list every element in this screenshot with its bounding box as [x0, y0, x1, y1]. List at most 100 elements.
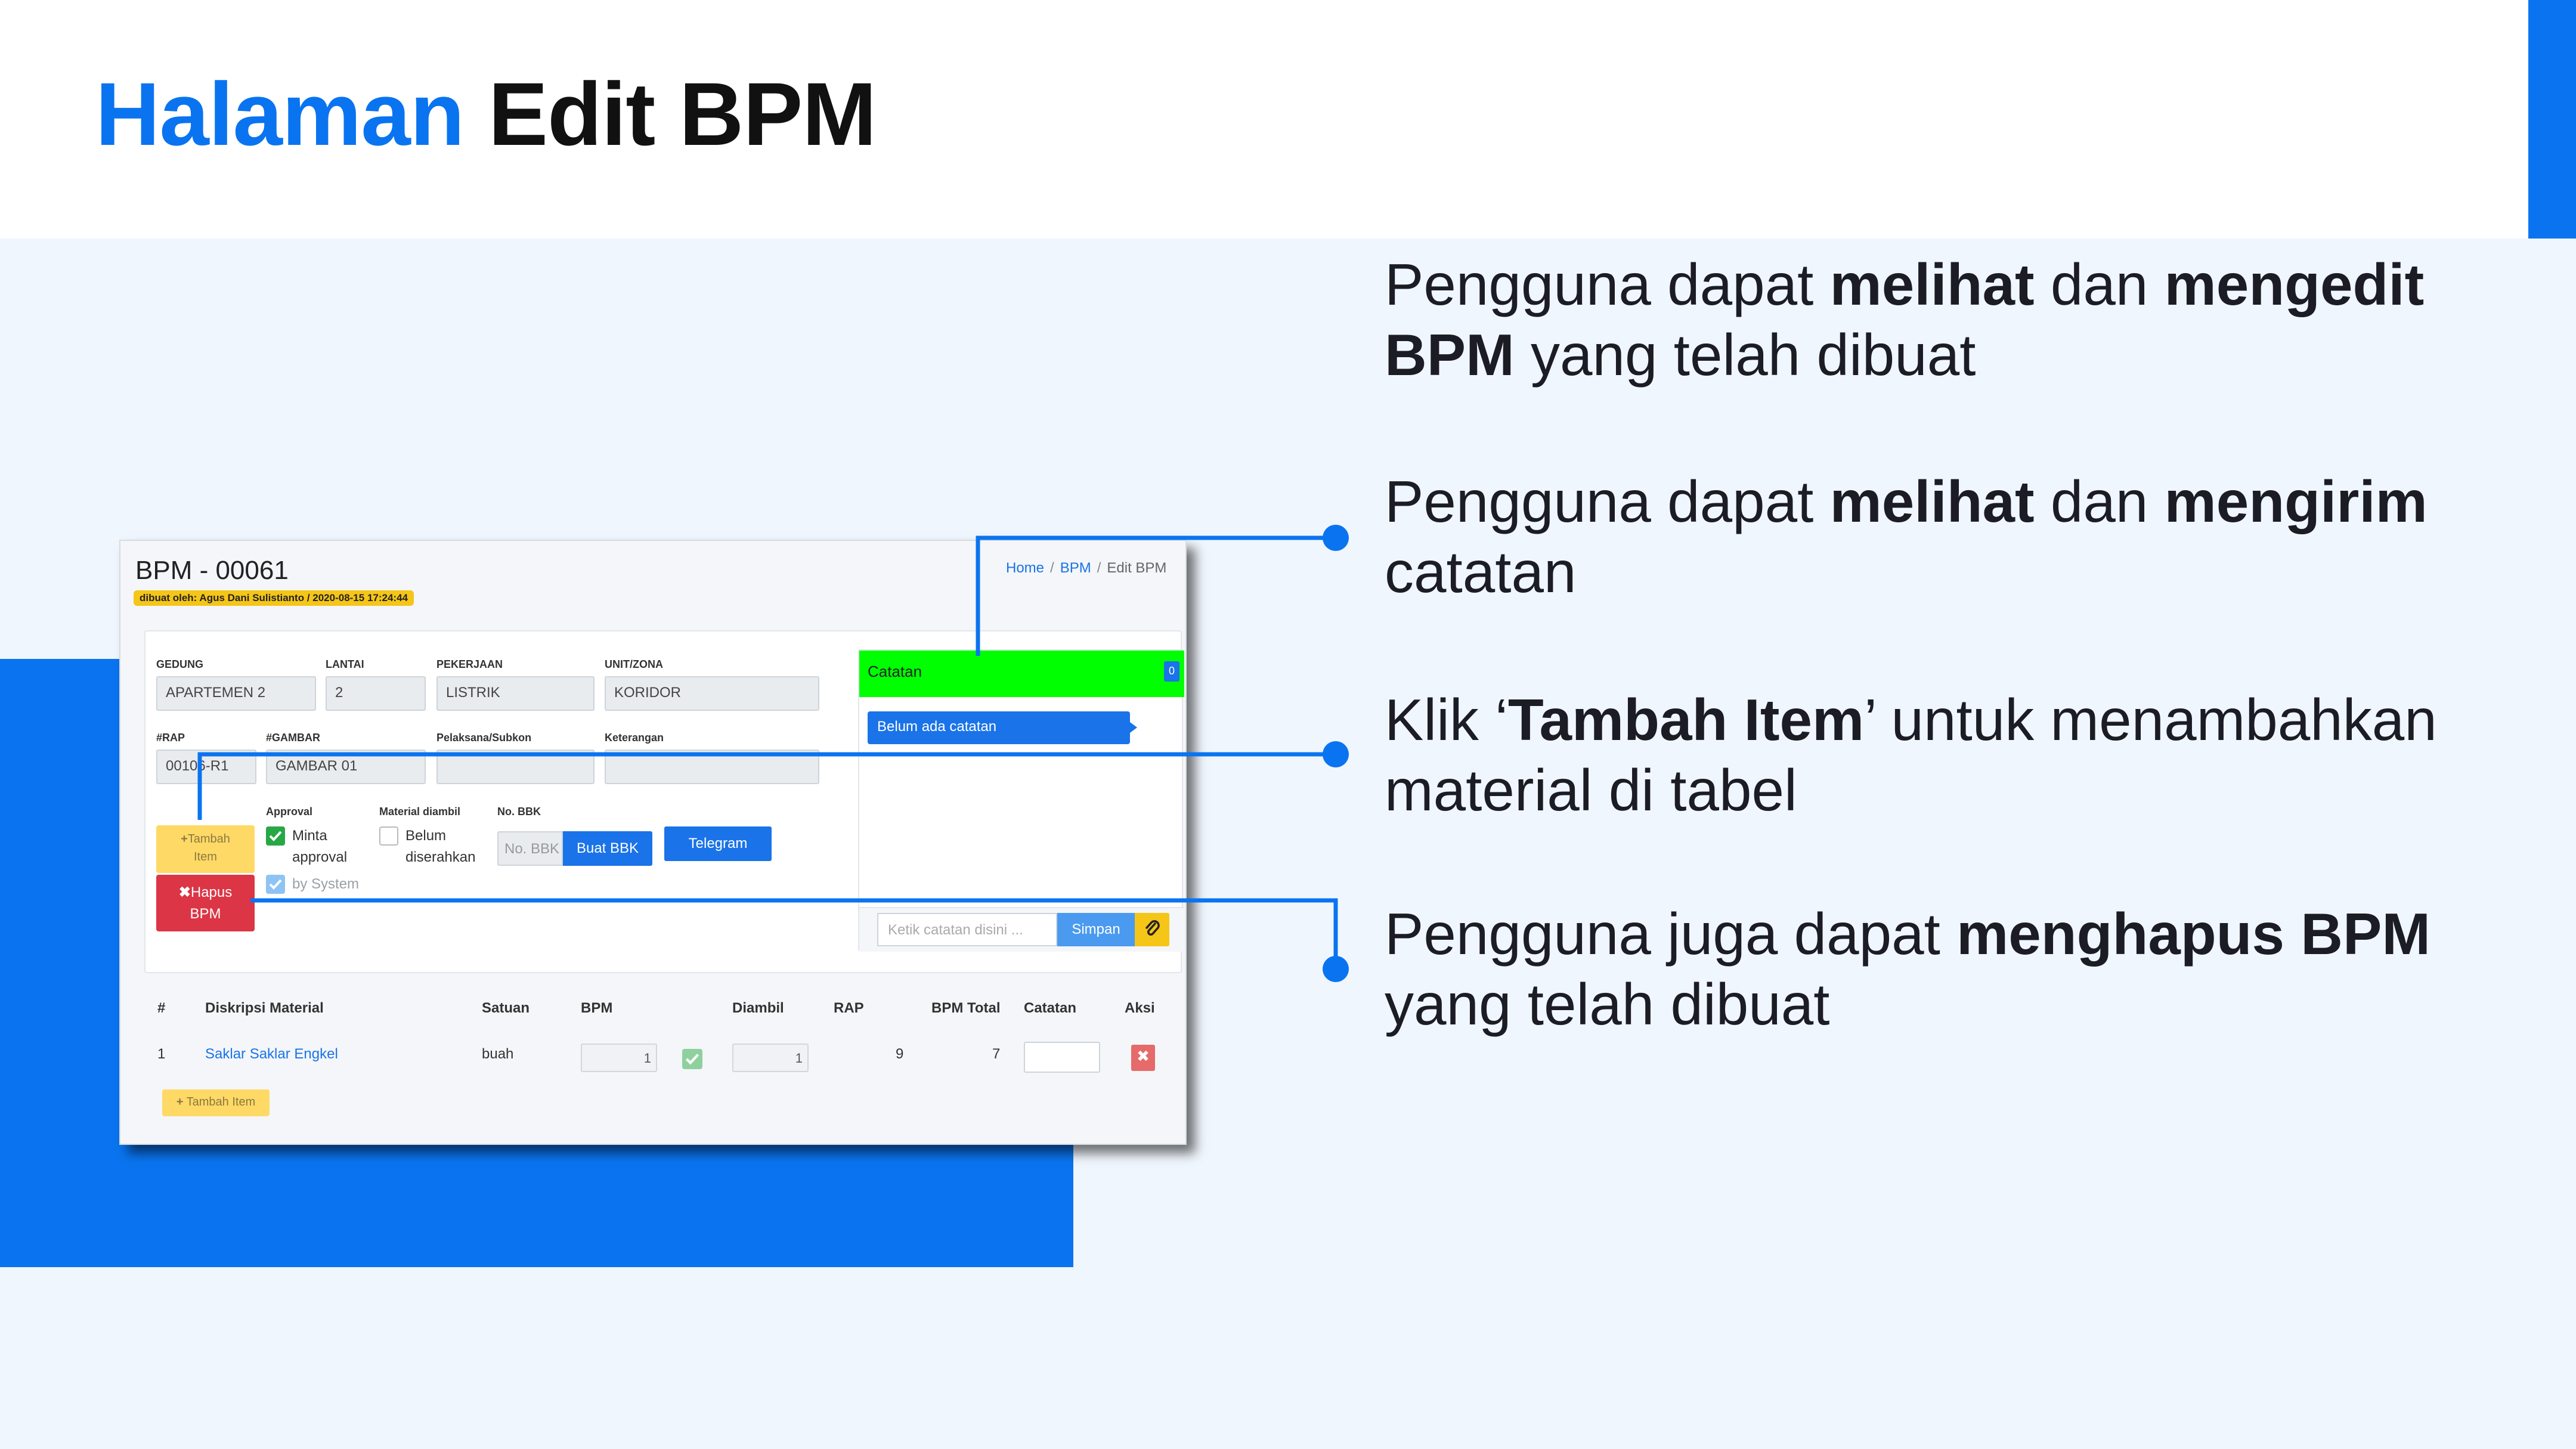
- bpm-qty-input[interactable]: 1: [581, 1044, 657, 1072]
- satuan-cell: buah: [482, 1046, 514, 1062]
- close-icon: ✖: [178, 884, 191, 900]
- breadcrumb-home[interactable]: Home: [1006, 560, 1045, 576]
- header-band: [0, 0, 2576, 239]
- table-header: Diambil: [732, 1000, 784, 1016]
- desc-bold: mengirim: [2164, 469, 2428, 534]
- button-label: Hapus: [190, 884, 233, 900]
- desc-bold: Tambah Item: [1507, 687, 1865, 753]
- check-icon: [269, 831, 282, 841]
- table-header: RAP: [834, 1000, 864, 1016]
- zona-label: UNIT/ZONA: [605, 658, 663, 670]
- attach-button[interactable]: [1135, 913, 1169, 946]
- gedung-field[interactable]: APARTEMEN 2: [156, 676, 316, 711]
- paperclip-icon: [1145, 920, 1160, 936]
- rap-cell: 9: [896, 1046, 904, 1062]
- desc-text: Pengguna juga dapat: [1385, 901, 1957, 967]
- buat-bbk-button[interactable]: Buat BBK: [563, 831, 652, 866]
- row-number: 1: [157, 1046, 166, 1062]
- check-icon: [685, 1054, 699, 1065]
- by-system-text: by System: [292, 876, 360, 892]
- description-edit: Pengguna dapat melihat dan mengedit BPM …: [1385, 249, 2518, 390]
- button-label: BPM: [190, 906, 221, 922]
- description-add-item: Klik ‘Tambah Item’ untuk menambahkan mat…: [1385, 685, 2518, 825]
- desc-bold: menghapus BPM: [1956, 901, 2431, 967]
- breadcrumb-current: Edit BPM: [1107, 560, 1167, 576]
- table-header: Catatan: [1024, 1000, 1077, 1016]
- telegram-button[interactable]: Telegram: [664, 826, 772, 861]
- tambah-item-button[interactable]: +Tambah Item: [156, 825, 255, 873]
- delete-row-button[interactable]: ✖: [1131, 1045, 1155, 1071]
- button-label: Item: [194, 850, 217, 863]
- title-rest: Edit BPM: [488, 64, 877, 164]
- gambar-label: #GAMBAR: [266, 732, 321, 744]
- desc-text: dan: [2034, 469, 2165, 534]
- desc-text: Klik ‘: [1385, 687, 1508, 753]
- plus-icon: +: [176, 1095, 184, 1109]
- desc-text: dan: [2034, 252, 2165, 317]
- lantai-field[interactable]: 2: [326, 676, 426, 711]
- description-notes: Pengguna dapat melihat dan mengirim cata…: [1385, 466, 2518, 607]
- notes-panel: Catatan 0 Belum ada catatan Ketik catata…: [858, 649, 1184, 952]
- notes-footer: Ketik catatan disini ... Simpan: [859, 907, 1184, 952]
- breadcrumb-bpm[interactable]: BPM: [1060, 560, 1091, 576]
- hapus-bpm-button[interactable]: ✖Hapus BPM: [156, 875, 255, 931]
- approval-label: Approval: [266, 806, 313, 818]
- creator-badge: dibuat oleh: Agus Dani Sulistianto / 202…: [134, 590, 414, 606]
- app-screenshot: BPM - 00061 dibuat oleh: Agus Dani Sulis…: [119, 540, 1187, 1145]
- rap-field[interactable]: 00106-R1: [156, 750, 256, 784]
- breadcrumb-separator: /: [1097, 560, 1101, 576]
- close-icon: ✖: [1137, 1047, 1150, 1065]
- gambar-field[interactable]: GAMBAR 01: [266, 750, 426, 784]
- tambah-item-table-button[interactable]: + Tambah Item: [162, 1089, 270, 1116]
- notes-header: Catatan 0: [859, 651, 1184, 697]
- simpan-button[interactable]: Simpan: [1057, 913, 1135, 946]
- material-link[interactable]: Saklar Saklar Engkel: [205, 1046, 338, 1062]
- notes-count-badge: 0: [1164, 661, 1179, 682]
- nobbk-label: No. BBK: [497, 806, 541, 818]
- desc-bold: mengedit BPM: [1385, 252, 2425, 388]
- breadcrumb-separator: /: [1050, 560, 1054, 576]
- bpm-form-card: GEDUNG APARTEMEN 2 LANTAI 2 PEKERJAAN LI…: [144, 630, 1184, 973]
- desc-text: Pengguna dapat: [1385, 252, 1830, 317]
- accent-bar: [2528, 0, 2576, 239]
- pelaksana-field[interactable]: [436, 750, 595, 784]
- nobbk-input[interactable]: No. BBK: [497, 831, 563, 866]
- material-text: Belum: [405, 828, 447, 844]
- lantai-label: LANTAI: [326, 658, 364, 670]
- keterangan-field[interactable]: [605, 750, 819, 784]
- table-header: #: [157, 1000, 166, 1016]
- table-header: BPM Total: [931, 1000, 1001, 1016]
- keterangan-label: Keterangan: [605, 732, 664, 744]
- notes-empty-message: Belum ada catatan: [868, 711, 1137, 744]
- approval-checkbox[interactable]: [266, 826, 285, 846]
- desc-text: yang telah dibuat: [1385, 971, 1830, 1037]
- slide-title: Halaman Edit BPM: [95, 63, 877, 166]
- check-icon: [269, 879, 282, 890]
- plus-icon: +: [181, 832, 188, 846]
- diambil-checkbox[interactable]: [682, 1049, 702, 1069]
- pelaksana-label: Pelaksana/Subkon: [436, 732, 532, 744]
- button-label: Tambah: [187, 832, 230, 846]
- desc-bold: melihat: [1829, 469, 2035, 534]
- material-checkbox[interactable]: [379, 826, 398, 846]
- material-label: Material diambil: [379, 806, 461, 818]
- diambil-qty-input[interactable]: 1: [732, 1044, 809, 1072]
- description-delete: Pengguna juga dapat menghapus BPM yang t…: [1385, 899, 2518, 1039]
- button-label: Tambah Item: [186, 1095, 256, 1109]
- material-text: diserahkan: [405, 849, 476, 865]
- rap-label: #RAP: [156, 732, 185, 744]
- by-system-checkbox: [266, 875, 285, 894]
- desc-text: ’ untuk menambahkan material di tabel: [1385, 687, 2437, 823]
- table-header: BPM: [581, 1000, 613, 1016]
- pekerjaan-field[interactable]: LISTRIK: [436, 676, 595, 711]
- notes-input[interactable]: Ketik catatan disini ...: [877, 913, 1057, 946]
- table-row: [144, 1029, 1173, 1085]
- desc-text: Pengguna dapat: [1385, 469, 1830, 534]
- approval-text: Minta: [292, 828, 327, 844]
- title-highlight: Halaman: [95, 64, 465, 164]
- desc-text: catatan: [1385, 539, 1577, 605]
- zona-field[interactable]: KORIDOR: [605, 676, 819, 711]
- bpm-total-cell: 7: [992, 1046, 1001, 1062]
- row-note-input[interactable]: [1024, 1042, 1100, 1073]
- breadcrumb: Home / BPM / Edit BPM: [1006, 560, 1166, 577]
